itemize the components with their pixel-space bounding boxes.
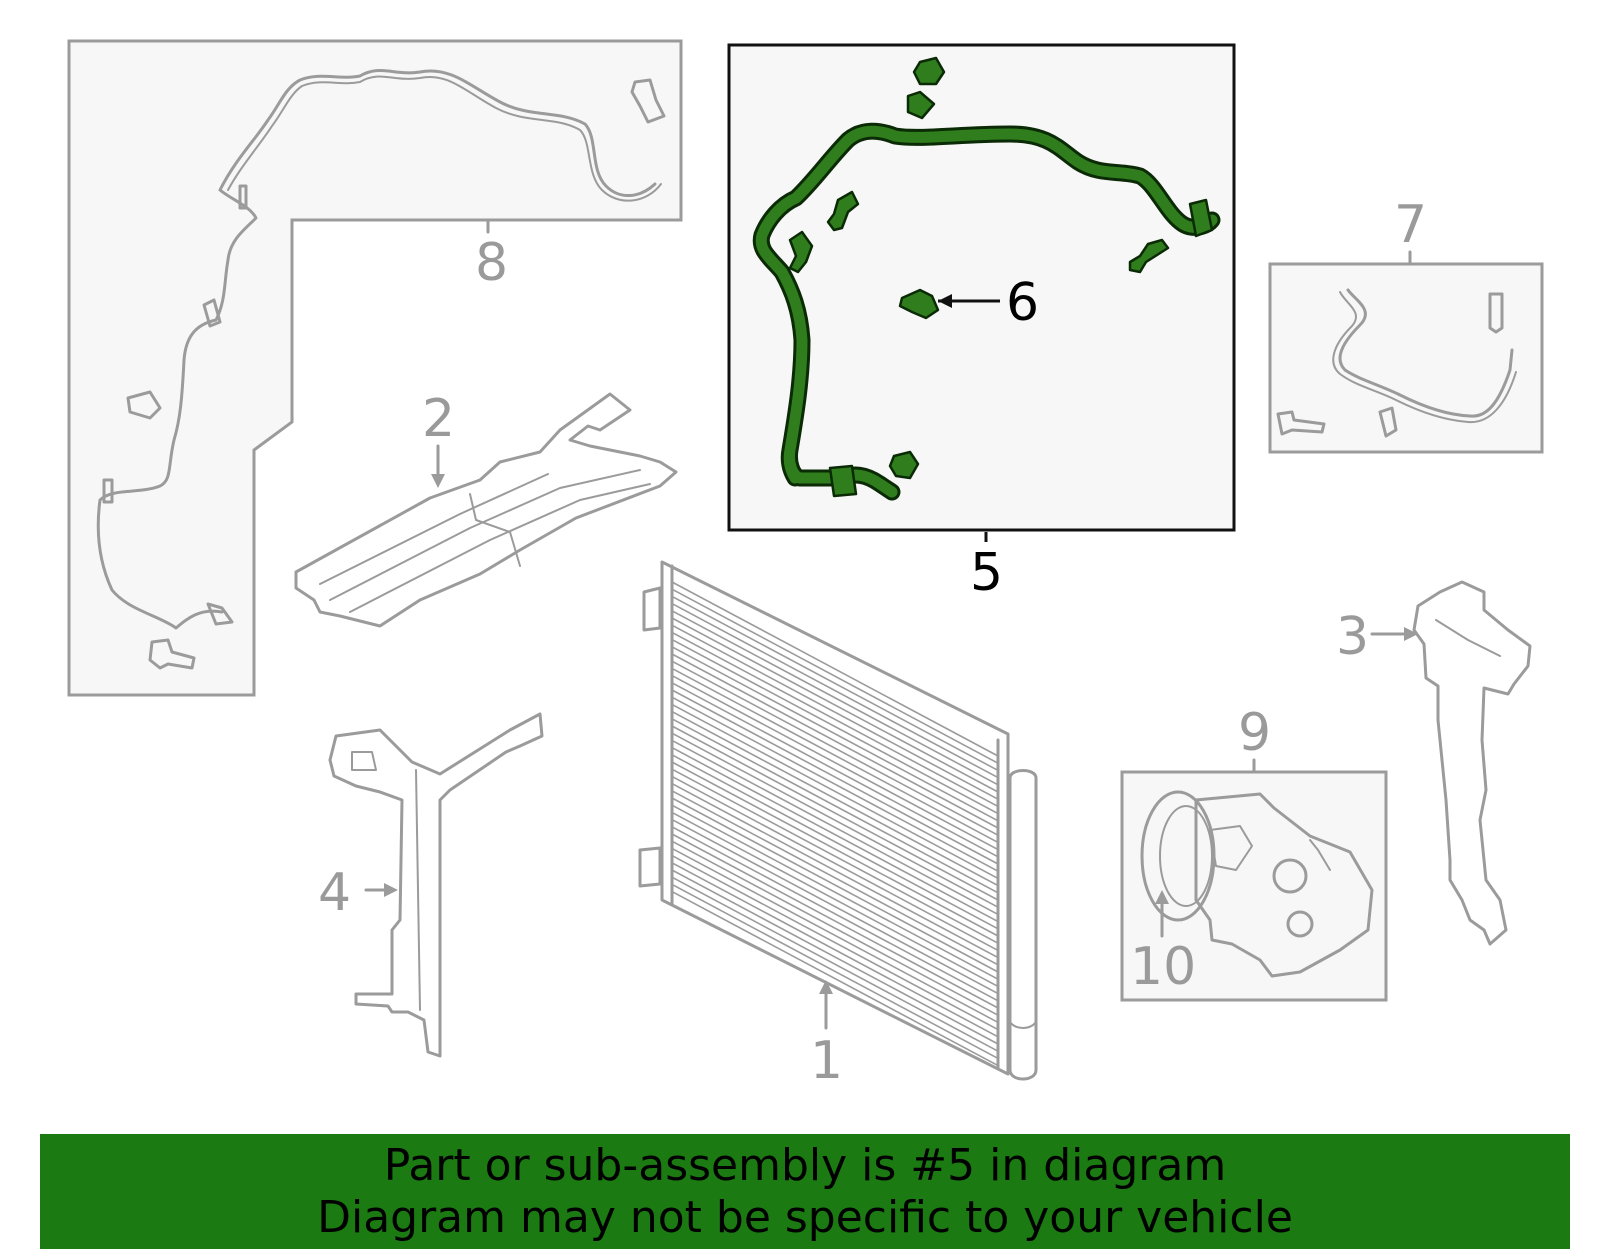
banner-line-2: Diagram may not be specific to your vehi… [317, 1192, 1293, 1243]
condenser-fin [671, 646, 999, 822]
condenser-fin [671, 862, 999, 1038]
part-2-air-deflector: 2 [294, 389, 678, 628]
condenser-fin [671, 883, 999, 1060]
part-5-frame [727, 43, 1236, 532]
condenser-fin [671, 617, 999, 793]
condenser-fin [671, 790, 999, 966]
condenser-fin [671, 739, 999, 916]
condenser-fin [671, 610, 999, 786]
callout-8: 8 [475, 233, 508, 293]
callout-1: 1 [810, 1031, 843, 1091]
part-8-line-assembly: 8 [67, 39, 683, 697]
condenser-fin [671, 746, 999, 923]
condenser-fin [671, 840, 999, 1016]
condenser-fin [671, 631, 999, 808]
condenser-fin [671, 595, 999, 772]
condenser-fin [671, 667, 999, 844]
condenser-fin [671, 682, 999, 858]
part-1-condenser: 1 [638, 560, 1038, 1091]
condenser-fin [671, 761, 999, 937]
condenser-fin [671, 696, 999, 872]
condenser-fin [671, 754, 999, 930]
condenser-fin [671, 818, 999, 995]
condenser-fin [671, 689, 999, 865]
condenser-fin [671, 703, 999, 880]
condenser-fin [671, 797, 999, 973]
callout-7: 7 [1394, 195, 1427, 255]
part-3-side-bracket: 3 [1336, 580, 1532, 946]
condenser-fin [671, 876, 999, 1052]
condenser-fin [671, 718, 999, 894]
condenser-fin [671, 768, 999, 944]
callout-9: 9 [1238, 703, 1271, 763]
callout-3: 3 [1336, 607, 1369, 667]
condenser-fin [671, 624, 999, 800]
part-4-side-bracket: 4 [318, 712, 544, 1058]
condenser-fin [671, 804, 999, 980]
condenser-fin [671, 725, 999, 901]
condenser-fin [671, 581, 999, 757]
callout-4: 4 [318, 863, 351, 923]
callout-10: 10 [1130, 937, 1196, 997]
condenser-fin [671, 847, 999, 1024]
condenser-fin [671, 775, 999, 952]
part-7-line-kit: 7 [1268, 195, 1544, 454]
banner-line-1: Part or sub-assembly is #5 in diagram [383, 1140, 1227, 1191]
condenser-fin [671, 890, 999, 1067]
condenser-fin [671, 854, 999, 1031]
condenser-fin [671, 674, 999, 851]
part-9-compressor: 9 10 [1120, 703, 1388, 1002]
condenser-fins [671, 581, 999, 1067]
condenser-fin [671, 653, 999, 829]
part-5-hose-assembly: 6 5 [727, 43, 1236, 603]
callout-5: 5 [970, 543, 1003, 603]
callout-6: 6 [1006, 273, 1039, 333]
condenser-fin [671, 833, 999, 1009]
condenser-fin [671, 869, 999, 1045]
callout-2: 2 [422, 389, 455, 449]
condenser-fin [671, 638, 999, 815]
condenser-fin [671, 826, 999, 1002]
condenser-fin [671, 602, 999, 779]
condenser-fin [671, 732, 999, 908]
condenser-fin [671, 588, 999, 764]
condenser-fin [671, 782, 999, 959]
condenser-fin [671, 710, 999, 887]
condenser-fin [671, 811, 999, 988]
info-banner: Part or sub-assembly is #5 in diagram Di… [40, 1134, 1570, 1249]
condenser-fin [671, 660, 999, 836]
